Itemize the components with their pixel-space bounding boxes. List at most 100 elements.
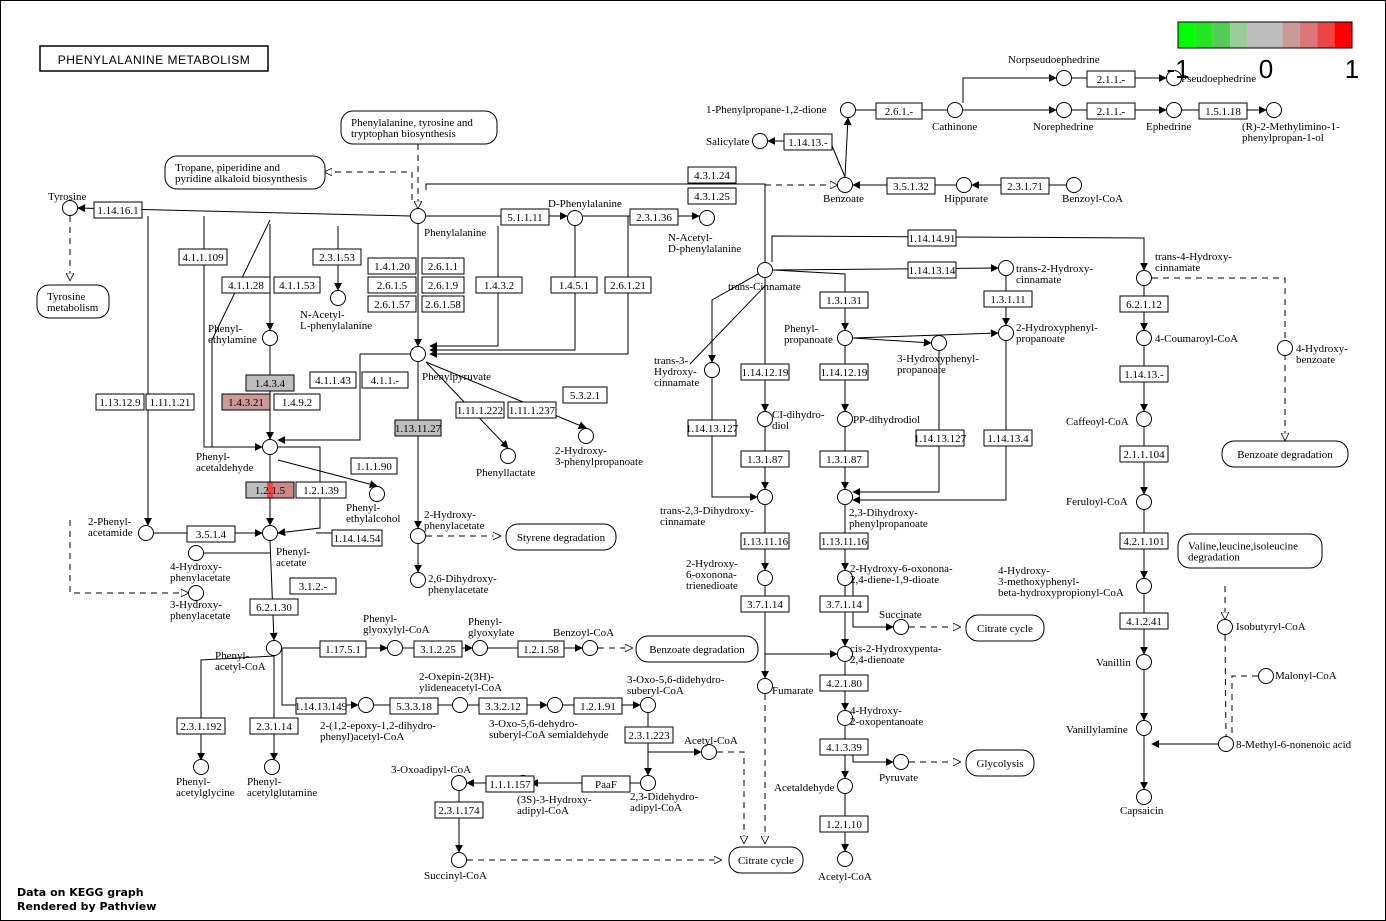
compound-ohpp[interactable] (578, 428, 594, 444)
compound-tyr[interactable] (62, 200, 78, 216)
compound-epoxy[interactable] (358, 697, 374, 713)
compound-oxoadipcoa[interactable] (451, 775, 467, 791)
compound-h3pa[interactable] (188, 585, 204, 601)
compound-phgly[interactable] (193, 759, 209, 775)
compound-phglyox[interactable] (472, 640, 488, 656)
map-m_sty[interactable]: Styrene degradation (505, 523, 617, 551)
compound-t4hc[interactable] (1136, 270, 1152, 286)
enzyme-PaaF[interactable]: PaaF (581, 775, 631, 793)
compound-methylnon[interactable] (1218, 736, 1234, 752)
enzyme-1.13.12.9[interactable]: 1.13.12.9 (95, 393, 145, 411)
enzyme-2.1.1.-[interactable]: 2.1.1.- (1086, 102, 1136, 120)
compound-caffcoa[interactable] (1136, 411, 1152, 427)
compound-phlac[interactable] (500, 448, 516, 464)
enzyme-4.1.1.28[interactable]: 4.1.1.28 (221, 276, 271, 294)
enzyme-5.3.3.18[interactable]: 5.3.3.18 (389, 697, 439, 715)
compound-fum[interactable] (757, 678, 773, 694)
compound-malonyl[interactable] (1258, 668, 1274, 684)
compound-coumcoa[interactable] (1136, 330, 1152, 346)
compound-t3hc[interactable] (704, 362, 720, 378)
enzyme-1.3.1.87[interactable]: 1.3.1.87 (740, 450, 790, 468)
enzyme-1.2.1.5[interactable]: 1.2.1.5 (245, 481, 295, 499)
enzyme-1.11.1.21[interactable]: 1.11.1.21 (145, 393, 195, 411)
enzyme-2.6.1.21[interactable]: 2.6.1.21 (604, 276, 652, 294)
compound-phe[interactable] (410, 208, 426, 224)
map-m_cit1[interactable]: Citrate cycle (965, 614, 1045, 642)
enzyme-1.14.13.127[interactable]: 1.14.13.127 (914, 429, 967, 447)
compound-t23[interactable] (757, 489, 773, 505)
enzyme-1.4.5.1[interactable]: 1.4.5.1 (550, 276, 598, 294)
enzyme-1.14.13.127[interactable]: 1.14.13.127 (686, 419, 739, 437)
compound-h4ox[interactable] (837, 710, 853, 726)
enzyme-2.3.1.53[interactable]: 2.3.1.53 (312, 248, 362, 266)
compound-ferucoa[interactable] (1136, 494, 1152, 510)
enzyme-1.17.5.1[interactable]: 1.17.5.1 (319, 640, 367, 658)
compound-vanillin[interactable] (1136, 654, 1152, 670)
compound-h4pa[interactable] (188, 545, 204, 561)
enzyme-1.14.13.149[interactable]: 1.14.13.149 (295, 697, 348, 715)
enzyme-1.4.9.2[interactable]: 1.4.9.2 (273, 393, 321, 411)
compound-dphe[interactable] (567, 210, 583, 226)
compound-ohpa[interactable] (410, 528, 426, 544)
compound-ppdione[interactable] (840, 102, 856, 118)
enzyme-1.14.13.-[interactable]: 1.14.13.- (1119, 365, 1169, 383)
compound-h4bz[interactable] (1277, 340, 1293, 356)
compound-nacphe[interactable] (330, 290, 346, 306)
enzyme-3.3.2.12[interactable]: 3.3.2.12 (478, 697, 528, 715)
enzyme-1.14.14.54[interactable]: 1.14.14.54 (331, 529, 383, 547)
compound-phacetamide[interactable] (138, 525, 154, 541)
enzyme-1.2.1.58[interactable]: 1.2.1.58 (517, 640, 565, 658)
compound-phglyoxcoa[interactable] (387, 640, 403, 656)
enzyme-4.1.2.41[interactable]: 4.1.2.41 (1119, 612, 1169, 630)
map-m_bz1[interactable]: Benzoate degradation (635, 635, 759, 663)
compound-oxepin[interactable] (452, 697, 468, 713)
enzyme-1.14.14.91[interactable]: 1.14.14.91 (907, 229, 957, 247)
compound-phea[interactable] (262, 330, 278, 346)
compound-isobutyryl[interactable] (1217, 619, 1233, 635)
enzyme-2.3.1.71[interactable]: 2.3.1.71 (1000, 177, 1050, 195)
enzyme-4.1.1.43[interactable]: 4.1.1.43 (309, 371, 357, 389)
enzyme-2.3.1.36[interactable]: 2.3.1.36 (629, 208, 679, 226)
enzyme-1.13.11.16[interactable]: 1.13.11.16 (819, 532, 869, 550)
enzyme-3.5.1.4[interactable]: 3.5.1.4 (186, 525, 236, 543)
compound-phpyr[interactable] (410, 346, 426, 362)
compound-acald[interactable] (837, 778, 853, 794)
enzyme-1.2.1.91[interactable]: 1.2.1.91 (573, 697, 623, 715)
enzyme-2.6.1.58[interactable]: 2.6.1.58 (421, 295, 465, 313)
compound-norephed[interactable] (1056, 102, 1072, 118)
enzyme-6.2.1.12[interactable]: 6.2.1.12 (1119, 295, 1169, 313)
enzyme-2.3.1.192[interactable]: 2.3.1.192 (176, 717, 226, 735)
compound-benzoate[interactable] (837, 177, 853, 193)
map-m_cit2[interactable]: Citrate cycle (728, 846, 804, 874)
enzyme-1.5.1.18[interactable]: 1.5.1.18 (1198, 102, 1248, 120)
compound-phacoa[interactable] (266, 640, 282, 656)
compound-pseudo[interactable] (1166, 70, 1182, 86)
enzyme-3.1.2.-[interactable]: 3.1.2.- (289, 577, 337, 595)
enzyme-1.13.11.16[interactable]: 1.13.11.16 (740, 532, 790, 550)
compound-salic[interactable] (752, 133, 768, 149)
compound-succ[interactable] (893, 619, 909, 635)
compound-hmpbeta[interactable] (1136, 578, 1152, 594)
compound-phprop[interactable] (837, 330, 853, 346)
enzyme-1.2.1.10[interactable]: 1.2.1.10 (819, 815, 869, 833)
compound-hoxtri[interactable] (757, 570, 773, 586)
compound-phac[interactable] (262, 525, 278, 541)
compound-bzcoa[interactable] (582, 640, 598, 656)
enzyme-1.11.1.237[interactable]: 1.11.1.237 (507, 401, 557, 419)
enzyme-3.1.2.25[interactable]: 3.1.2.25 (413, 640, 463, 658)
compound-cath[interactable] (947, 102, 963, 118)
enzyme-1.14.13.14[interactable]: 1.14.13.14 (907, 261, 957, 279)
enzyme-2.3.1.14[interactable]: 2.3.1.14 (249, 717, 299, 735)
enzyme-1.4.3.4[interactable]: 1.4.3.4 (245, 374, 295, 392)
compound-oxodidehydro[interactable] (640, 697, 656, 713)
enzyme-1.11.1.222[interactable]: 1.11.1.222 (455, 401, 505, 419)
enzyme-1.3.1.11[interactable]: 1.3.1.11 (983, 290, 1033, 308)
compound-norpseudo[interactable] (1056, 70, 1072, 86)
enzyme-4.1.3.39[interactable]: 4.1.3.39 (819, 738, 869, 756)
compound-hipp[interactable] (956, 177, 972, 193)
enzyme-1.14.12.19[interactable]: 1.14.12.19 (740, 363, 790, 381)
compound-capsaicin[interactable] (1136, 789, 1152, 805)
